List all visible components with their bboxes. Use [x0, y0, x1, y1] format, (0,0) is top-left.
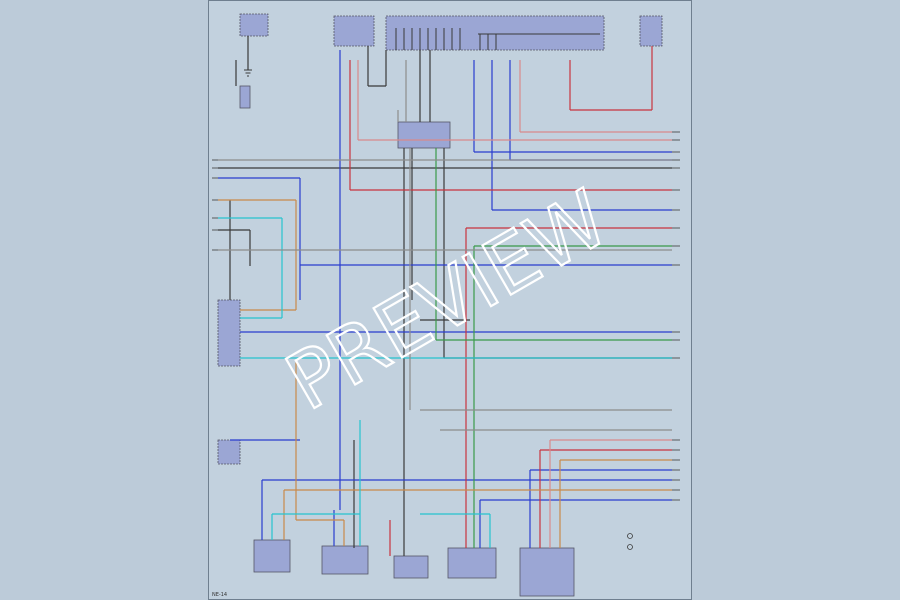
wires: [218, 36, 672, 556]
component-left-low: [217, 439, 241, 465]
bus-pin-lines: [395, 28, 600, 50]
right-terminals: [672, 131, 680, 501]
component-top-left-a: [239, 13, 269, 37]
component-top-center: [333, 15, 375, 47]
component-top-right: [639, 15, 663, 47]
page-number: NE-14: [212, 592, 227, 598]
wires-green: [435, 148, 672, 548]
wires-gray: [218, 60, 672, 431]
component-left-mid: [217, 299, 241, 367]
component-bottom-4: [447, 547, 497, 579]
watermark-text: PREVIEW: [272, 174, 623, 429]
component-bottom-1: [253, 539, 291, 573]
legend-markers: [627, 533, 633, 550]
left-terminals: [212, 159, 218, 251]
component-bottom-2: [321, 545, 369, 575]
component-boxes: [217, 13, 663, 597]
watermark: PREVIEW: [271, 173, 624, 430]
wires-orange: [218, 199, 672, 548]
wires-pink: [357, 60, 672, 548]
ground-icon: [244, 69, 252, 77]
wires-red: [349, 46, 672, 556]
component-center-connector: [397, 121, 451, 149]
wires-blue: [218, 50, 672, 548]
component-bottom-5: [519, 547, 575, 597]
component-top-left-b: [239, 85, 251, 109]
component-top-bus: [385, 15, 605, 51]
component-bottom-3: [393, 555, 429, 579]
wires-cyan: [218, 217, 672, 548]
